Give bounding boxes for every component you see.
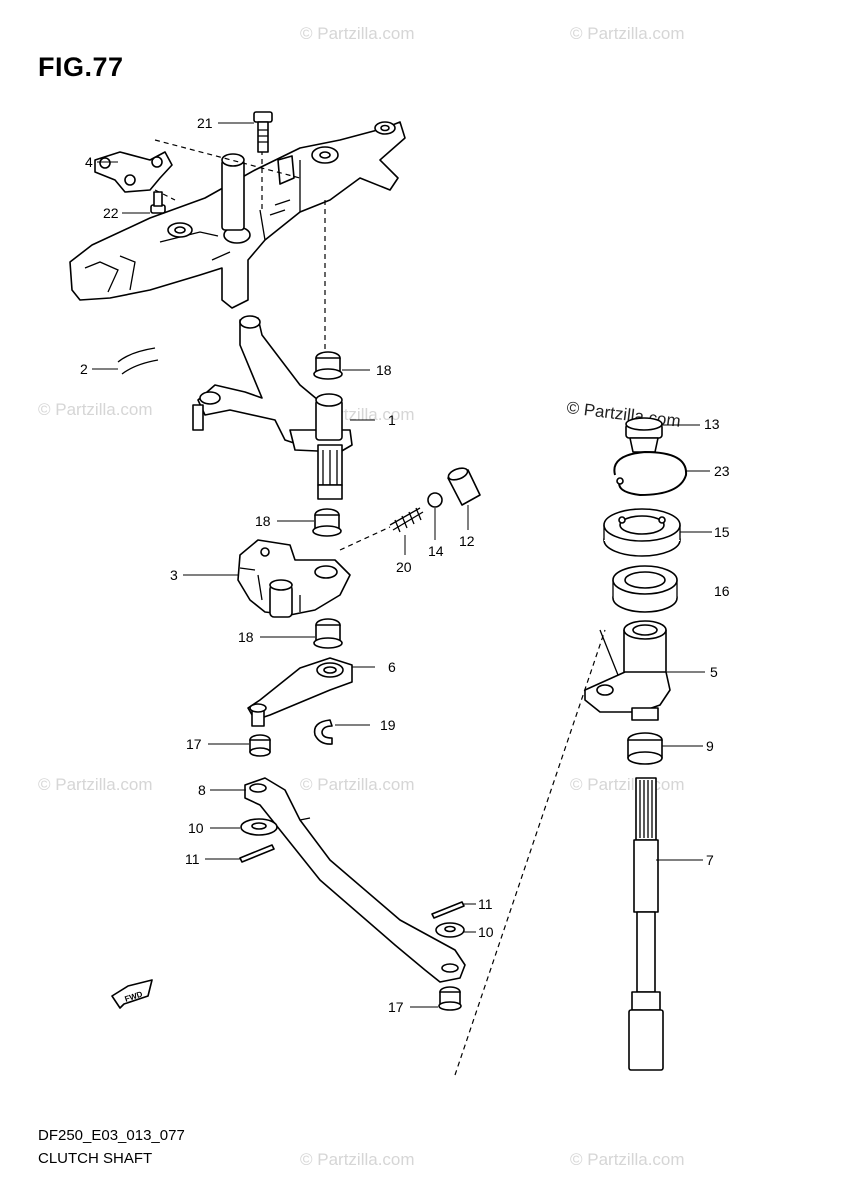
collar-9 (627, 732, 663, 765)
clutch-shaft-7 (628, 777, 664, 1071)
watermark: © Partzilla.com (300, 24, 415, 43)
figure-code: DF250_E03_013_077 (38, 1127, 185, 1144)
watermark: © Partzilla.com (300, 1150, 415, 1169)
callout-4: 4 (85, 154, 93, 170)
washer-17-bottom (438, 986, 462, 1011)
plate-4 (94, 151, 173, 193)
figure-title: FIG.77 (38, 52, 124, 82)
snap-ring-23 (613, 450, 688, 497)
callout-1: 1 (388, 412, 396, 428)
bushing-18-middle (312, 508, 342, 537)
figure-name: CLUTCH SHAFT (38, 1150, 153, 1167)
guide-line (454, 629, 606, 1076)
guide-line (154, 139, 301, 179)
top-bracket (69, 121, 406, 309)
clip-19 (313, 719, 333, 745)
washer-17-top (249, 734, 271, 757)
callout-11-left: 11 (185, 851, 200, 867)
callout-20: 20 (396, 559, 412, 575)
callout-9: 9 (706, 738, 714, 754)
callout-18-top: 18 (376, 362, 392, 378)
callout-23: 23 (714, 463, 730, 479)
callout-19: 19 (380, 717, 396, 733)
leader-lines (92, 122, 712, 1008)
callout-10-left: 10 (188, 820, 204, 836)
callout-10-right: 10 (478, 924, 494, 940)
pin-2 (117, 347, 159, 375)
cotter-pin-11-right (431, 901, 465, 919)
link-8 (244, 777, 466, 983)
callout-18-middle: 18 (255, 513, 271, 529)
nut-13 (625, 417, 663, 453)
watermark: © Partzilla.com (38, 775, 153, 794)
bolt-21 (253, 111, 273, 153)
callout-17-bottom: 17 (388, 999, 404, 1015)
shift-lever-1 (192, 315, 353, 500)
washer-10-left (240, 818, 278, 836)
fwd-arrow-icon: FWD (111, 979, 153, 1009)
callout-8: 8 (198, 782, 206, 798)
bolt-22 (150, 191, 166, 214)
callout-18-low: 18 (238, 629, 254, 645)
callout-6: 6 (388, 659, 396, 675)
block-3 (237, 539, 351, 618)
watermark: © Partzilla.com (38, 400, 153, 419)
callout-14: 14 (428, 543, 444, 559)
callout-12: 12 (459, 533, 475, 549)
holder-5 (584, 620, 671, 721)
spring-20 (339, 507, 424, 551)
cotter-pin-11-left (239, 844, 275, 863)
watermark: © Partzilla.com (300, 775, 415, 794)
ball-14 (427, 492, 443, 508)
callout-22: 22 (103, 205, 119, 221)
bushing-18-top (313, 351, 343, 380)
bearing-15 (603, 508, 681, 557)
callout-2: 2 (80, 361, 88, 377)
bearing-16 (612, 565, 678, 613)
callout-16: 16 (714, 583, 730, 599)
callout-21: 21 (197, 115, 213, 131)
callout-11-right: 11 (478, 896, 493, 912)
callout-17-top: 17 (186, 736, 202, 752)
callout-labels: 21 4 22 2 18 1 18 20 14 12 3 18 6 17 19 … (80, 115, 730, 1015)
callout-13: 13 (704, 416, 720, 432)
callout-5: 5 (710, 664, 718, 680)
bushing-18-low (313, 618, 343, 649)
arm-6 (247, 657, 353, 727)
sleeve-12 (447, 467, 481, 506)
guide-line (599, 629, 621, 681)
callout-15: 15 (714, 524, 730, 540)
callout-3: 3 (170, 567, 178, 583)
watermark: © Partzilla.com (570, 1150, 685, 1169)
washer-10-right (435, 922, 465, 938)
watermark: © Partzilla.com (570, 24, 685, 43)
callout-7: 7 (706, 852, 714, 868)
